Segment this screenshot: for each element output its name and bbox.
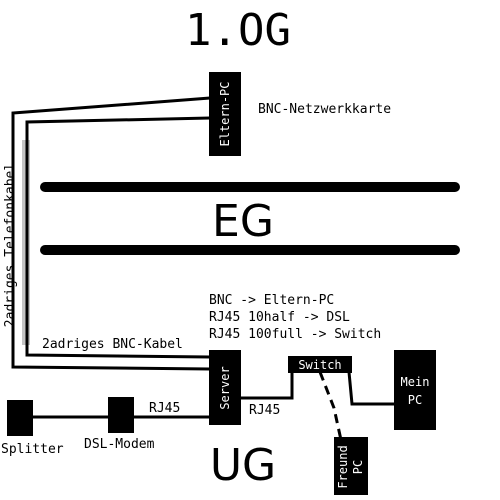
splitter-box [7,400,33,436]
mein-pc-label-line1: Mein [401,375,430,389]
bnc-cable-inner [25,116,211,359]
dsl-modem-box [108,397,134,433]
splitter-label: Splitter [1,442,64,457]
server-note-1: BNC -> Eltern-PC [209,293,334,308]
bnc-netzwerkkarte-label: BNC-Netzwerkkarte [258,102,391,117]
switch-label: Switch [298,358,341,372]
eltern-pc-label: Eltern-PC [218,81,232,146]
server-note-3: RJ45 100full -> Switch [209,327,381,342]
mein-pc-box [394,350,436,430]
bnc-cable-outer [11,96,211,371]
eltern-pc-box [209,72,241,156]
bnc-kabel-label: 2adriges BNC-Kabel [42,337,183,352]
floor-label-1og: 1.OG [185,5,291,56]
mein-pc-label-line2: PC [408,393,422,407]
freund-pc-label-line2: PC [351,460,365,474]
switch-box [288,356,352,373]
dsl-modem-label: DSL-Modem [84,437,155,452]
rj45-switch-label: RJ45 [249,403,280,418]
cable-switch-freund-pc [318,371,343,441]
freund-pc-box [334,437,368,495]
cable-switch-mein-pc [347,371,396,406]
server-box [209,350,241,425]
floor-label-eg: EG [212,196,274,247]
freund-pc-label-line1: Freund [336,445,350,488]
server-note-2: RJ45 10half -> DSL [209,310,350,325]
cable-server-switch [241,372,294,400]
server-label: Server [218,366,232,409]
telefonkabel-label: 2adriges Telefonkabel [3,163,18,327]
rj45-modem-label: RJ45 [149,401,180,416]
floor-label-ug: UG [210,440,276,491]
